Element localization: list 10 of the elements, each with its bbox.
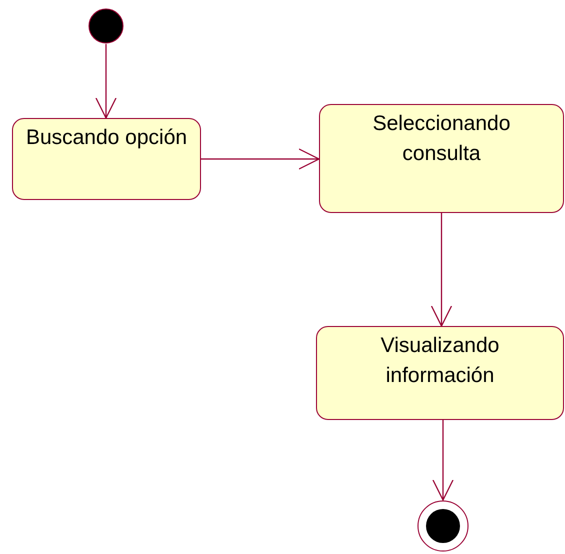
state-box xyxy=(12,118,201,200)
transition-arrow xyxy=(201,148,320,170)
transition-arrow xyxy=(95,44,117,119)
transition-arrow xyxy=(430,213,452,327)
transition-arrow xyxy=(432,420,454,501)
state-label: Visualizando información xyxy=(380,333,500,389)
state-box xyxy=(319,104,564,213)
state-label: Seleccionando consulta xyxy=(372,111,512,167)
state-box xyxy=(316,326,564,420)
state-label: Buscando opción xyxy=(26,125,188,151)
